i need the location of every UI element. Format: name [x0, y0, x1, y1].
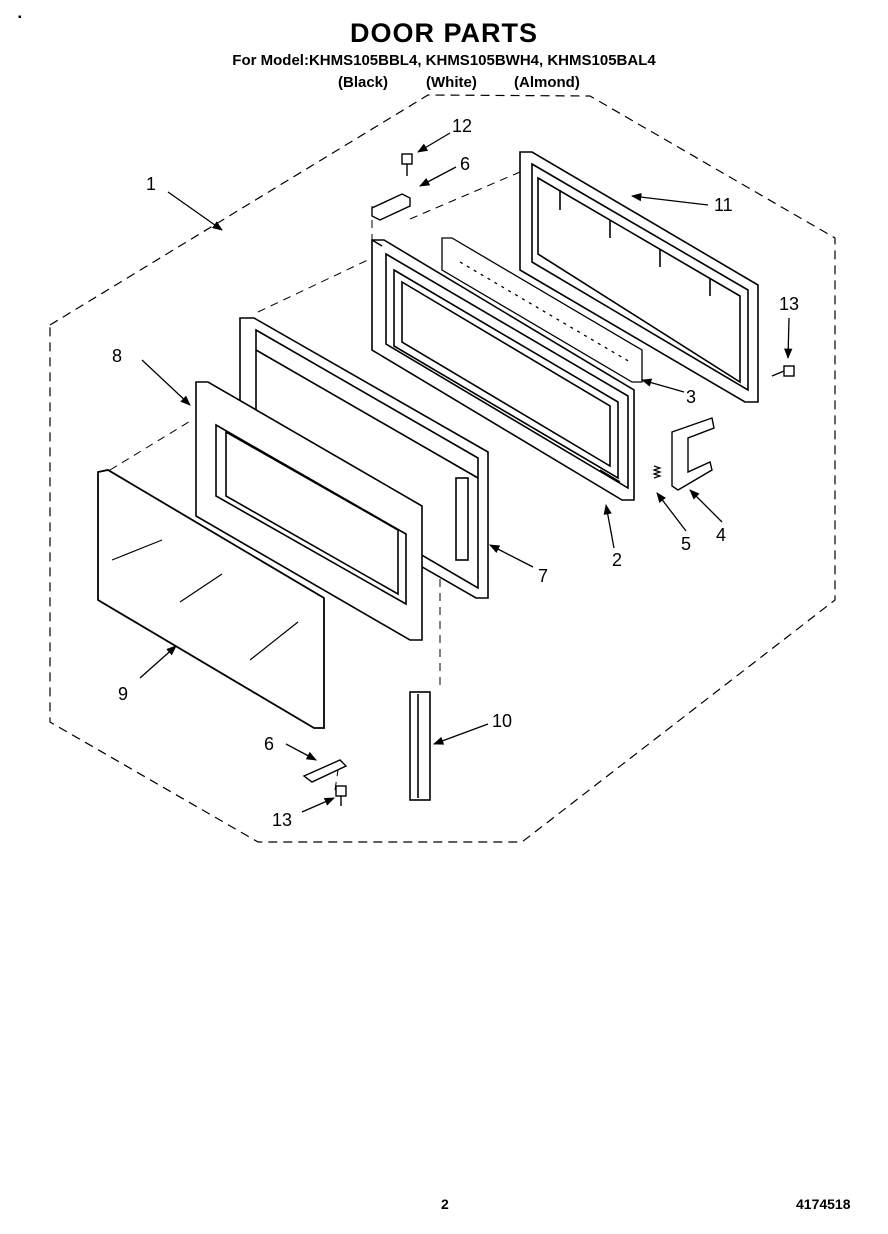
- callout-7: 7: [538, 566, 548, 586]
- variant-black: (Black): [338, 74, 389, 91]
- part-13-screw-bottom: [335, 785, 347, 806]
- variant-white: (White): [426, 74, 477, 91]
- callout-8: 8: [112, 346, 122, 366]
- callout-1: 1: [146, 174, 156, 194]
- leader-arrows: [139, 132, 793, 813]
- variant-almond: (Almond): [514, 74, 580, 91]
- part-12-screw: [401, 153, 413, 176]
- part-5-latch-spring: [652, 465, 662, 479]
- part-2-inner-door: [371, 239, 635, 501]
- part-6-hinge-top: [371, 193, 411, 221]
- callout-13-bottom: 13: [272, 810, 292, 830]
- callout-5: 5: [681, 534, 691, 554]
- callout-6-bottom: 6: [264, 734, 274, 754]
- part-13-screw-right: [771, 365, 795, 377]
- part-10-latch-cover: [409, 691, 431, 801]
- part-6-hinge-bottom: [302, 759, 348, 783]
- callout-13-right: 13: [779, 294, 799, 314]
- part-9-door-glass: [97, 469, 325, 729]
- callout-9: 9: [118, 684, 128, 704]
- callout-11: 11: [714, 195, 733, 215]
- assembly-boundary: [49, 94, 836, 843]
- callout-3: 3: [686, 387, 696, 407]
- callout-4: 4: [716, 525, 726, 545]
- page-title: DOOR PARTS: [349, 18, 538, 48]
- callout-2: 2: [612, 550, 622, 570]
- callout-12: 12: [452, 116, 472, 136]
- callout-6-top: 6: [460, 154, 470, 174]
- document-number: 4174518: [796, 1196, 851, 1212]
- page-number: 2: [441, 1196, 449, 1212]
- callout-10: 10: [492, 711, 512, 731]
- model-numbers: For Model:KHMS105BBL4, KHMS105BWH4, KHMS…: [232, 52, 656, 69]
- part-11-door-frame: [519, 151, 759, 403]
- part-8-door-frame-front: [195, 381, 423, 641]
- corner-mark: ▪: [18, 12, 22, 23]
- part-4-latch: [671, 417, 715, 491]
